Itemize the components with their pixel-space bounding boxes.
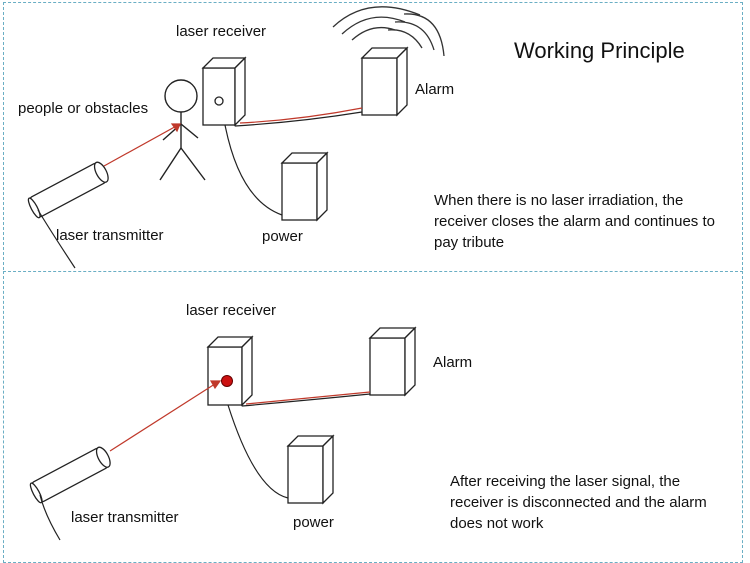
top-receiver-lens	[214, 96, 224, 106]
bottom-description: After receiving the laser signal, the re…	[450, 473, 707, 532]
laser-beams	[103, 123, 222, 452]
top-label-people: people or obstacles	[18, 100, 149, 117]
bottom-receiver-box	[206, 335, 254, 407]
top-panel	[3, 2, 743, 270]
top-label-alarm: Alarm	[415, 81, 455, 98]
page-title: Working Principle	[514, 38, 685, 63]
top-label-transmitter: laser transmitter	[56, 227, 164, 244]
bottom-transmitter	[29, 446, 111, 504]
top-receiver-box	[201, 56, 247, 127]
bottom-label-transmitter: laser transmitter	[71, 509, 179, 526]
bottom-label-laser-receiver: laser receiver	[186, 302, 277, 319]
bottom-alarm-box	[368, 326, 417, 397]
bottom-label-power: power	[293, 514, 334, 531]
bottom-power-box	[286, 434, 335, 505]
person-figure	[159, 79, 206, 181]
bottom-label-alarm: Alarm	[433, 354, 473, 371]
top-transmitter	[27, 161, 109, 219]
alarm-sound-waves	[332, 6, 445, 57]
wires	[37, 111, 371, 541]
bottom-receiver-indicator	[221, 375, 233, 387]
top-power-box	[280, 151, 329, 222]
top-label-power: power	[262, 228, 303, 245]
top-label-laser-receiver: laser receiver	[176, 23, 267, 40]
top-alarm-box	[360, 46, 409, 117]
top-description: When there is no laser irradiation, the …	[434, 192, 715, 251]
